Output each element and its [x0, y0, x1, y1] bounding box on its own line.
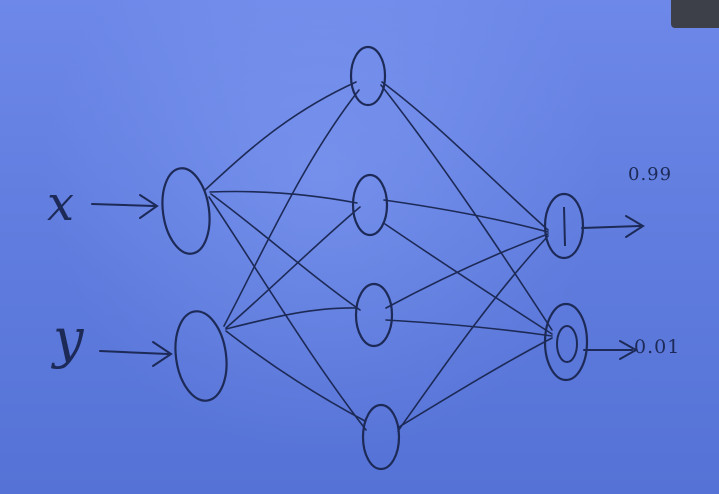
corner-shadow: [671, 0, 719, 28]
edge-y-to-h1: [223, 89, 360, 327]
output-value-2: 0.01: [634, 336, 681, 358]
input-label-y: y: [53, 307, 84, 370]
input-arrows: [91, 194, 173, 367]
edge-x-to-h1: [204, 81, 357, 191]
edge-h2-to-o2: [384, 223, 553, 335]
edge-h3-to-o1: [385, 233, 549, 309]
output-node-1: [543, 192, 585, 260]
arrow-x-input: [91, 203, 155, 207]
input-label-x: x: [47, 176, 75, 232]
edge-h2-to-o1: [383, 199, 549, 233]
edge-y-to-h4: [225, 330, 366, 422]
output-arrows: [581, 215, 645, 360]
edge-h1-to-o1: [381, 81, 549, 231]
output-node-2-mark: [556, 325, 578, 363]
output-node-1-mark: [563, 206, 566, 247]
arrow-y-input-head: [152, 341, 173, 367]
output-value-1: 0.99: [628, 164, 673, 185]
edge-h4-to-o2: [398, 337, 553, 428]
output-node-2: [543, 302, 589, 382]
arrow-x-input-head: [139, 194, 159, 219]
hidden-node-2: [351, 173, 389, 237]
input-node-y: [174, 310, 228, 402]
hidden-node-1: [349, 45, 387, 107]
connection-edges: [204, 81, 553, 432]
input-node-x: [161, 167, 211, 255]
edge-x-to-h3: [210, 193, 361, 311]
output-layer: [543, 192, 589, 382]
arrow-y-input: [99, 350, 169, 355]
edge-h4-to-o1: [397, 235, 549, 432]
edge-h3-to-o2: [385, 319, 553, 337]
hidden-layer: [349, 45, 401, 471]
arrow-output-1: [581, 225, 641, 229]
edge-y-to-h3: [225, 307, 358, 330]
edge-x-to-h2: [209, 190, 358, 204]
arrow-output-2-head: [619, 340, 639, 360]
hidden-node-3: [354, 282, 394, 348]
hidden-node-4: [361, 403, 401, 471]
arrow-output-1-head: [625, 215, 645, 238]
input-layer: [161, 167, 228, 402]
edge-h1-to-o2: [380, 84, 553, 331]
edge-y-to-h2: [225, 206, 361, 329]
edge-x-to-h4: [208, 196, 367, 431]
